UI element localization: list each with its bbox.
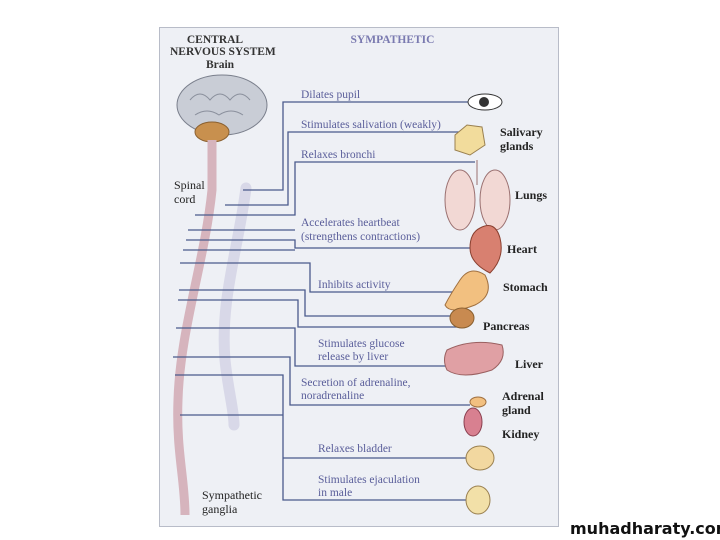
nerve-pathways <box>173 101 480 501</box>
effect-liver-1: Stimulates glucose <box>318 338 405 350</box>
organ-pancreas: Pancreas <box>483 319 530 333</box>
sympathetic-chain <box>218 182 252 431</box>
organ-kidney: Kidney <box>502 427 540 441</box>
ganglia-line1: Sympathetic <box>202 488 262 502</box>
effect-stomach: Inhibits activity <box>318 279 391 291</box>
organs <box>444 93 511 515</box>
effect-bronchi: Relaxes bronchi <box>301 149 376 161</box>
adrenal-gland-icon <box>469 396 487 408</box>
organ-adrenal-2: gland <box>502 403 531 417</box>
spinal-line1: Spinal <box>174 178 205 192</box>
effect-adrenal-1: Secretion of adrenaline, <box>301 377 411 389</box>
organ-heart: Heart <box>507 242 537 256</box>
bladder-icon <box>465 445 495 471</box>
organ-lungs: Lungs <box>515 188 548 202</box>
effect-pupil: Dilates pupil <box>301 89 361 101</box>
lungs-icon <box>444 160 511 231</box>
cns-line1: CENTRAL <box>186 34 244 46</box>
effect-liver-2: release by liver <box>318 351 389 363</box>
effect-ejaculation-2: in male <box>318 487 353 499</box>
salivary-gland-icon <box>454 124 486 156</box>
effect-bladder: Relaxes bladder <box>318 443 392 455</box>
kidney-icon <box>463 407 483 437</box>
effect-heart-1: Accelerates heartbeat <box>301 217 400 229</box>
spinal-cord <box>173 140 217 516</box>
spinal-line2: cord <box>174 192 196 206</box>
effect-salivation: Stimulates salivation (weakly) <box>301 119 441 131</box>
watermark: muhadharaty.com <box>570 519 720 538</box>
male-reproductive-icon <box>465 485 491 515</box>
effect-ejaculation-1: Stimulates ejaculation <box>318 474 420 486</box>
eye-icon <box>467 93 503 111</box>
organ-stomach: Stomach <box>503 280 548 294</box>
effect-adrenal-2: noradrenaline <box>301 390 365 402</box>
organ-adrenal-1: Adrenal <box>502 389 544 403</box>
heart-icon <box>469 225 502 274</box>
organ-liver: Liver <box>515 357 543 371</box>
ganglia-line2: ganglia <box>202 502 238 516</box>
brain <box>176 74 268 143</box>
effect-heart-2: (strengthens contractions) <box>301 231 421 243</box>
pancreas-icon <box>449 307 475 329</box>
cns-line2: NERVOUS SYSTEM <box>170 46 276 58</box>
organ-salivary-1: Salivary <box>500 125 543 139</box>
sympathetic-title: SYMPATHETIC <box>350 34 435 46</box>
organ-salivary-2: glands <box>500 139 534 153</box>
stomach-icon <box>444 270 489 311</box>
brain-label: Brain <box>205 59 235 71</box>
liver-icon <box>444 341 504 376</box>
